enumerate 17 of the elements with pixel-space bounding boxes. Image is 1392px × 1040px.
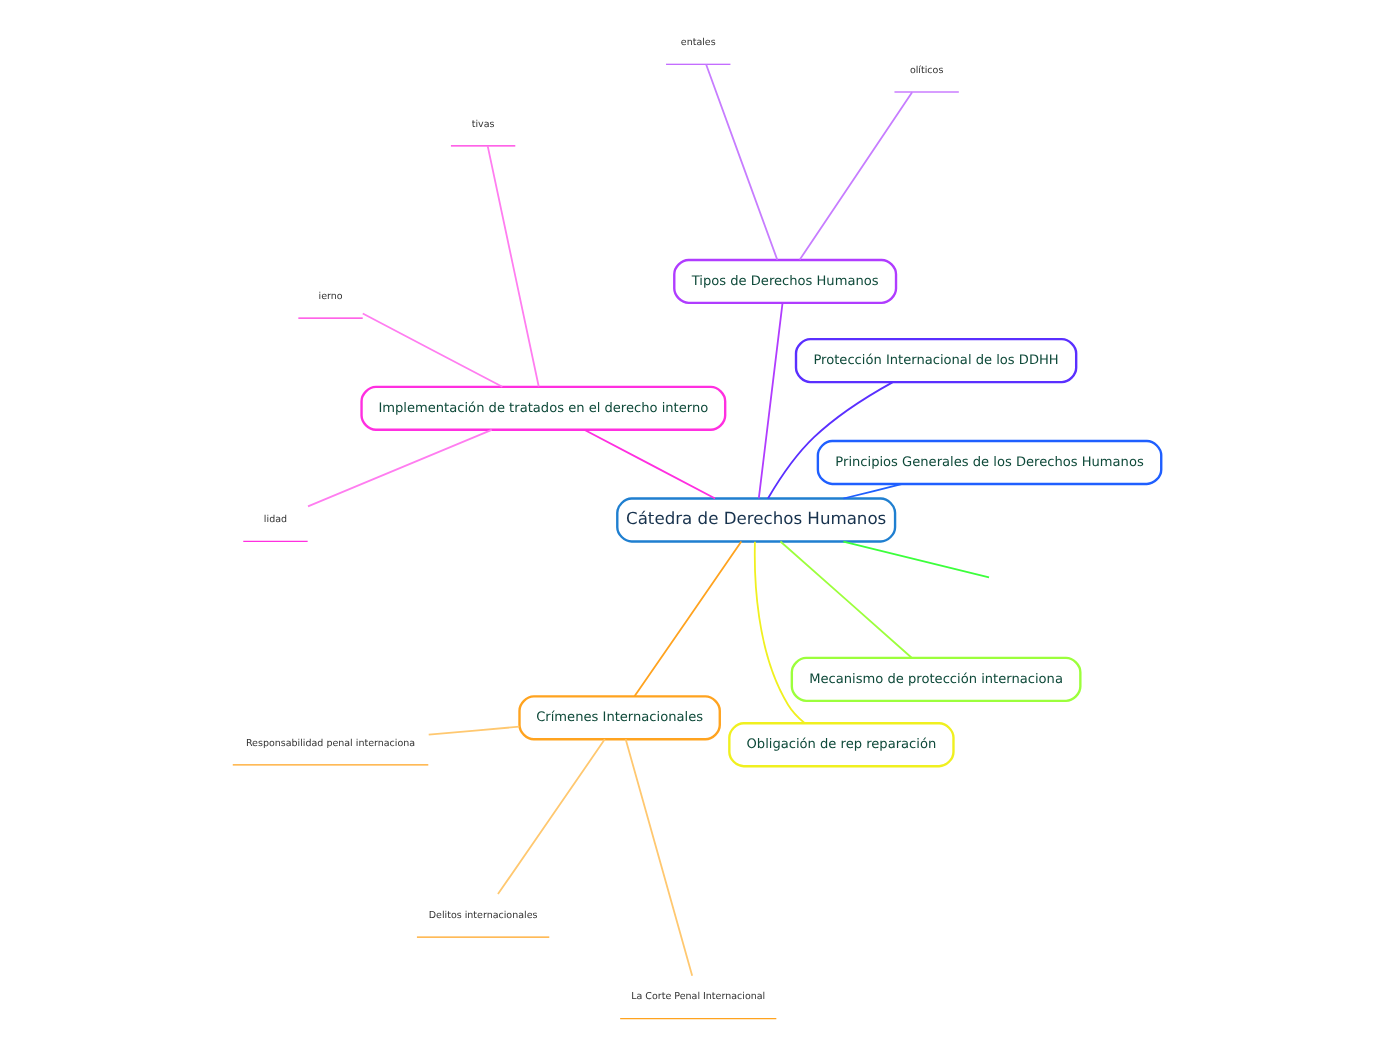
connector <box>496 738 605 895</box>
node-box: Cátedra de Derechos Humanos <box>615 497 896 543</box>
connector <box>485 145 539 388</box>
connector <box>778 540 912 659</box>
connector <box>426 725 520 736</box>
connector <box>582 428 716 500</box>
connector <box>752 540 805 724</box>
connector <box>306 428 492 508</box>
connector <box>841 483 903 500</box>
connector <box>766 381 893 500</box>
connector <box>623 738 693 977</box>
connector <box>632 540 742 698</box>
connector <box>704 63 778 261</box>
connector <box>841 540 989 579</box>
connector <box>756 302 783 500</box>
connector <box>360 312 503 388</box>
connector <box>797 91 912 261</box>
